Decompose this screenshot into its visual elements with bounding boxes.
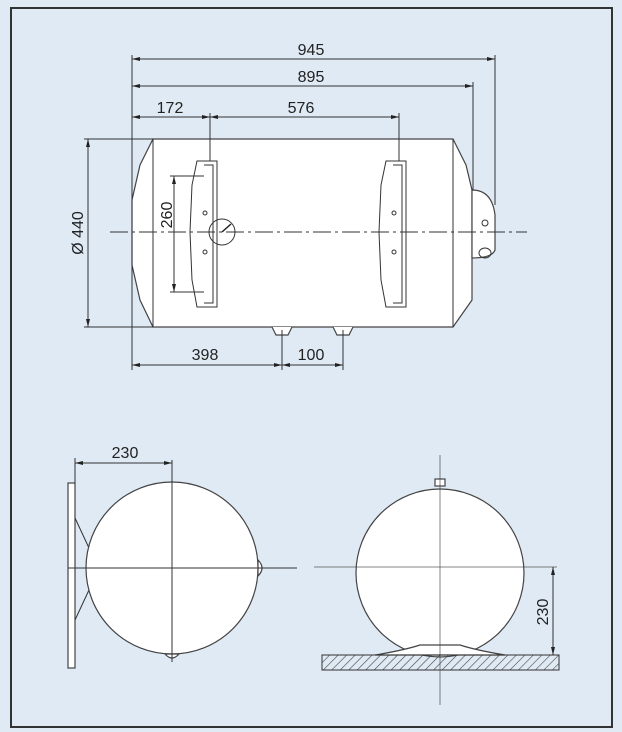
dim-wall-depth: 230 bbox=[112, 445, 139, 462]
dim-bracket-holes: 260 bbox=[159, 202, 176, 229]
wall-bracket-left bbox=[189, 160, 218, 308]
dim-pipe-offset: 398 bbox=[192, 347, 219, 364]
dim-bracket-offset: 172 bbox=[157, 100, 184, 117]
control-unit bbox=[471, 189, 496, 259]
front-view: 945 895 172 576 Ø 440 260 398 100 bbox=[70, 42, 527, 370]
side-view-wall-mounted: 230 bbox=[67, 445, 297, 669]
dim-bracket-spacing: 576 bbox=[288, 100, 315, 117]
side-view-floor-mounted: 230 bbox=[314, 455, 560, 705]
dim-body-length: 895 bbox=[298, 69, 325, 86]
wall-plate bbox=[67, 482, 76, 669]
dim-diameter: Ø 440 bbox=[70, 211, 87, 255]
tank-body bbox=[131, 138, 473, 328]
wall-bracket-right bbox=[378, 160, 407, 308]
dim-floor-height: 230 bbox=[535, 599, 552, 626]
dim-pipe-spacing: 100 bbox=[298, 347, 325, 364]
dim-overall-length: 945 bbox=[298, 42, 325, 59]
